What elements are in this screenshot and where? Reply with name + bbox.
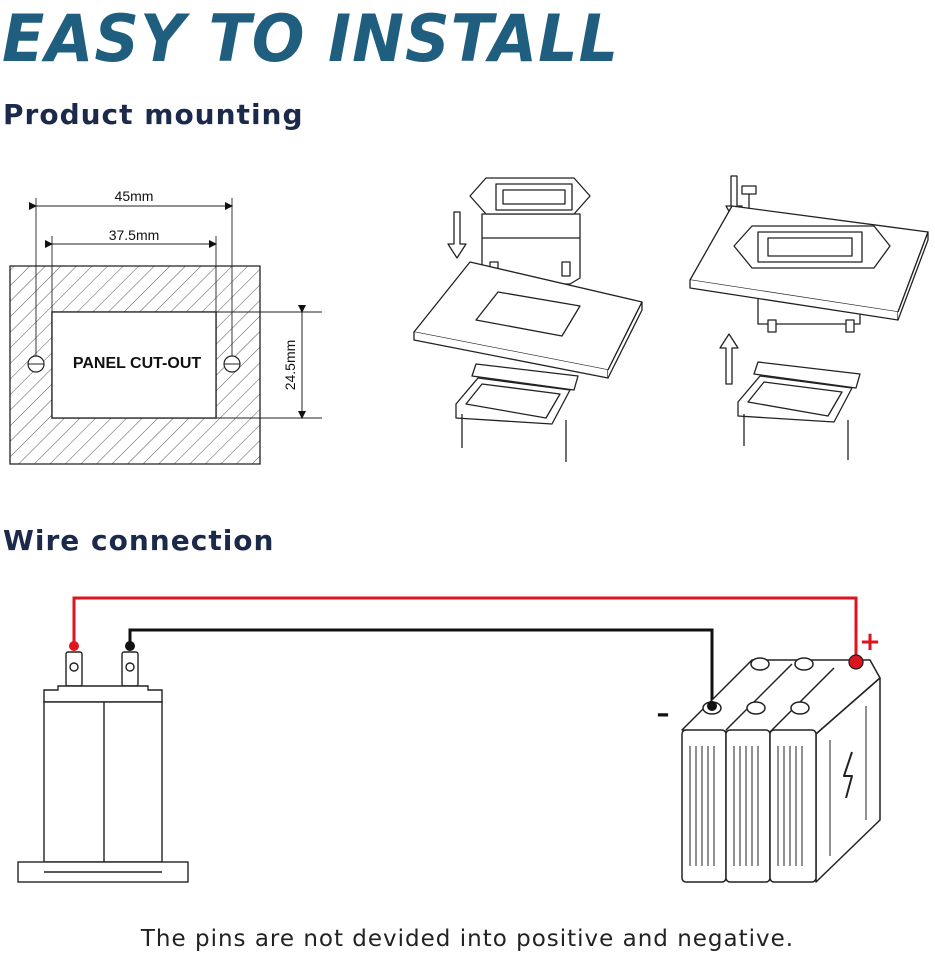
mounting-step-fasten (689, 175, 929, 460)
insert-down-arrow-icon (447, 211, 467, 259)
panel-cutout-drawing: 45mm 37.5mm 24.5mm PANEL CUT-OUT (9, 188, 322, 465)
footer-note: The pins are not devided into positive a… (140, 926, 795, 952)
negative-sign: – (657, 699, 670, 729)
banner-title: EASY TO INSTALL (2, 0, 620, 77)
positive-sign: + (859, 627, 881, 657)
positive-wire (72, 596, 858, 662)
mounting-heading: Product mounting (3, 98, 304, 131)
frame-up-arrow-icon (719, 333, 739, 385)
negative-wire (128, 628, 714, 706)
inner-width-label: 37.5mm (109, 227, 160, 243)
wiring-heading: Wire connection (3, 524, 275, 557)
panel-cutout-label: PANEL CUT-OUT (73, 355, 202, 372)
outer-width-label: 45mm (115, 188, 154, 204)
positive-terminal (848, 654, 864, 670)
height-label: 24.5mm (282, 340, 298, 391)
cutout-opening (51, 311, 217, 419)
mounting-step-insert (413, 177, 643, 462)
screw-icon (741, 185, 757, 195)
lightning-icon (843, 751, 853, 799)
battery (681, 657, 881, 883)
negative-terminal (707, 701, 717, 711)
meter-side-view (17, 651, 189, 883)
